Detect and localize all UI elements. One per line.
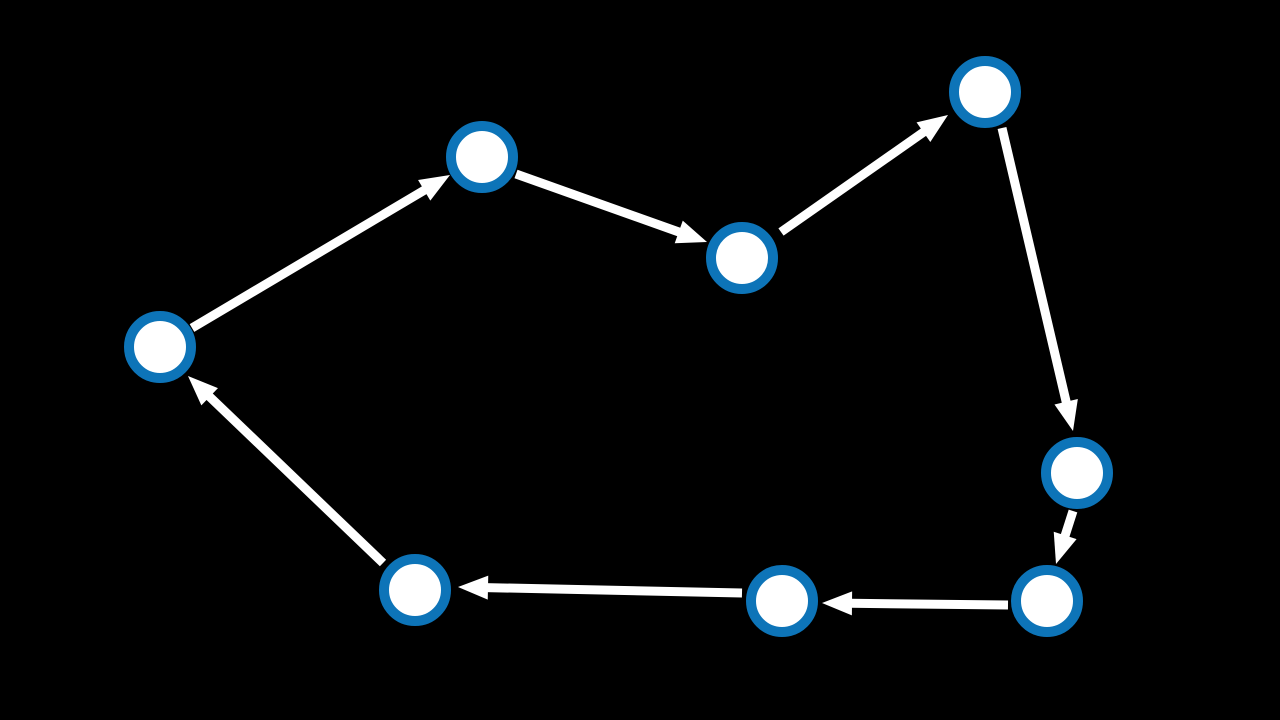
edge-line	[189, 185, 429, 332]
edge-arrowhead-icon	[822, 591, 853, 616]
node-ring	[446, 121, 518, 193]
edge-line	[778, 127, 928, 236]
edge-arrowhead-icon	[188, 376, 218, 406]
edges-layer	[188, 115, 1078, 616]
edge-line	[1060, 509, 1078, 539]
node-ring	[706, 222, 778, 294]
graph-edge[interactable]	[822, 591, 1009, 616]
graph-node[interactable]	[379, 554, 451, 626]
graph-node[interactable]	[446, 121, 518, 193]
graph-edge[interactable]	[188, 376, 387, 567]
graph-edge[interactable]	[997, 126, 1078, 431]
edge-line	[205, 392, 387, 567]
graph-node[interactable]	[1041, 437, 1113, 509]
node-ring	[949, 56, 1021, 128]
graph-edge[interactable]	[778, 115, 948, 236]
graph-node[interactable]	[746, 565, 818, 637]
edge-line	[997, 126, 1071, 405]
edge-arrowhead-icon	[1054, 399, 1078, 431]
node-ring	[124, 311, 196, 383]
edge-arrowhead-icon	[674, 220, 707, 244]
graph-edge[interactable]	[1053, 509, 1078, 564]
node-ring	[1041, 437, 1113, 509]
nodes-layer	[124, 56, 1113, 637]
edge-line	[849, 598, 1009, 610]
graph-edge[interactable]	[458, 575, 743, 600]
edge-line	[485, 583, 743, 598]
edge-arrowhead-icon	[458, 575, 489, 600]
graph-node[interactable]	[124, 311, 196, 383]
edge-arrowhead-icon	[418, 175, 450, 201]
edge-arrowhead-icon	[916, 115, 948, 143]
edge-line	[514, 169, 683, 237]
graph-edge[interactable]	[189, 175, 450, 332]
graph-node[interactable]	[949, 56, 1021, 128]
node-ring	[746, 565, 818, 637]
node-ring	[1011, 565, 1083, 637]
graph-node[interactable]	[706, 222, 778, 294]
node-ring	[379, 554, 451, 626]
graph-node[interactable]	[1011, 565, 1083, 637]
graph-edge[interactable]	[514, 169, 707, 244]
edge-arrowhead-icon	[1053, 531, 1077, 564]
